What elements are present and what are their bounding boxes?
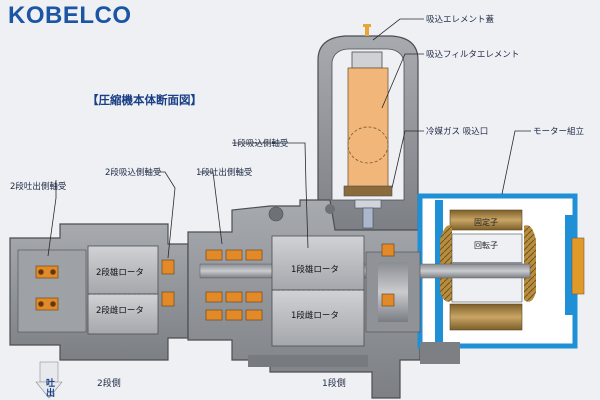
stage2-male-rotor [87,245,159,295]
label-stage2-suction-bearing: 2段吸込側軸受 [105,168,162,178]
label-stage1-suction-bearing: 1段吸込側軸受 [232,139,289,149]
label-stage2-female-rotor: 2段雌ロータ [96,306,144,316]
rotor-coupling [365,251,421,333]
diagram-title: 【圧縮機本体断面図】 [87,93,202,107]
label-stage2-discharge-bearing: 2段吐出側軸受 [10,182,67,192]
stage2-discharge-bearing [35,265,59,311]
label-stage1-discharge-bearing: 1段吐出側軸受 [196,168,253,178]
label-stator: 固定子 [474,218,498,227]
label-rotor: 回転子 [474,241,498,250]
stage2-suction-bearing [161,259,175,307]
label-stage1-male-rotor: 1段雄ロータ [291,265,339,275]
stage2-female-rotor [87,293,159,335]
stage1-male-rotor [271,235,365,291]
callout-lines [47,18,531,259]
label-stage2-male-rotor: 2段雄ロータ [96,268,144,278]
label-suction-element-cover: 吸込エレメント蓋 [426,15,495,25]
label-motor-assembly: モーター組立 [533,127,585,137]
main-shaft [199,263,531,279]
label-suction-filter-element: 吸込フィルタエレメント [426,50,520,60]
stage1-discharge-bearing [205,249,263,321]
suction-filter-element [343,67,393,197]
discharge-arrow [35,361,63,399]
suction-valve [354,199,382,229]
label-discharge: 吐出 [44,378,54,398]
motor-stator [440,209,536,331]
label-stage1-female-rotor: 1段雌ロータ [291,311,339,321]
stage1-suction-bearing [381,243,395,307]
label-stage2-side: 2段側 [97,379,121,389]
brand-logo: KOBELCO [8,2,132,29]
label-refrigerant-gas-inlet: 冷媒ガス 吸込口 [426,127,489,137]
stage1-female-rotor [271,289,365,347]
label-stage1-side: 1段側 [322,379,346,389]
